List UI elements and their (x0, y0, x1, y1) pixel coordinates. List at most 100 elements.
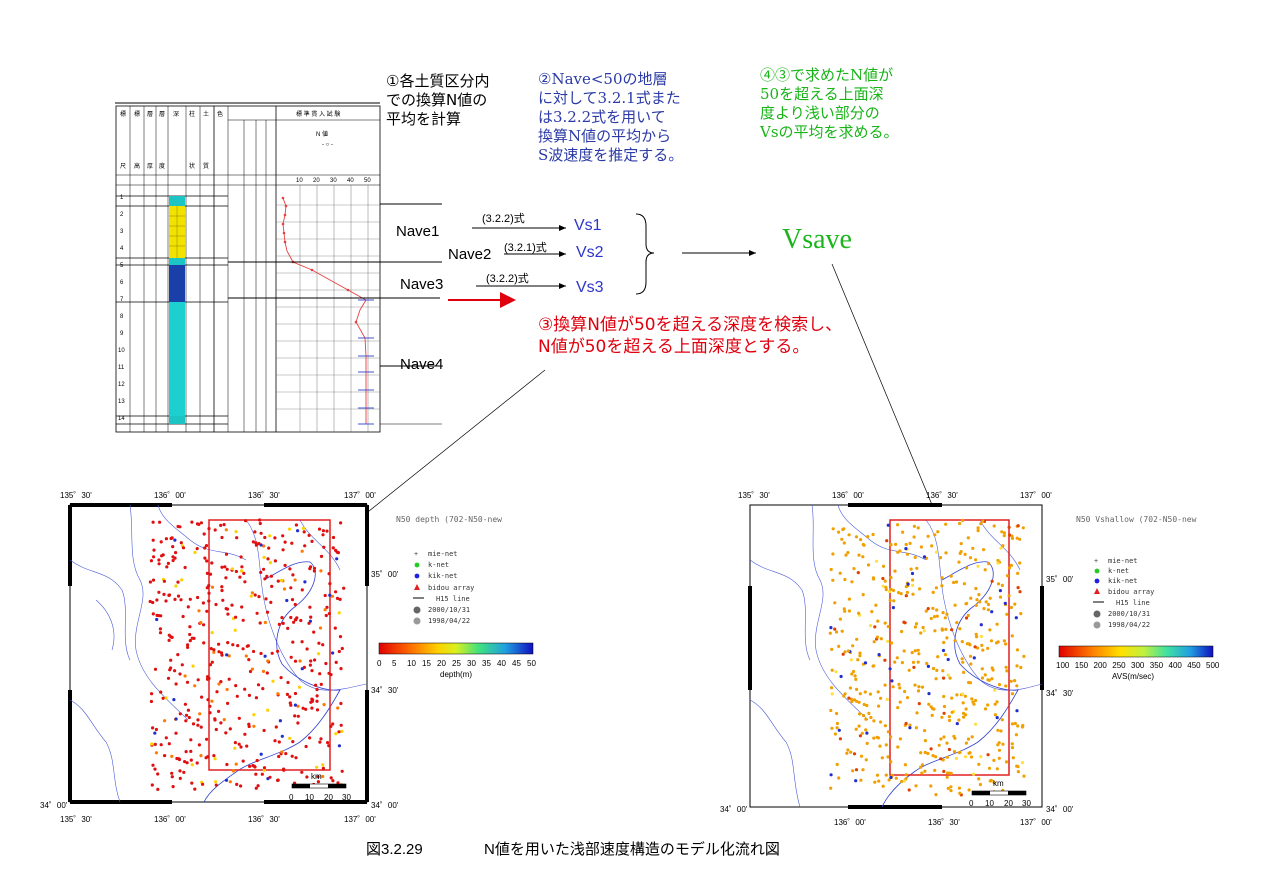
station-dot (167, 593, 172, 597)
station-dot (323, 593, 327, 598)
station-dot (155, 598, 159, 602)
station-dot (280, 578, 284, 583)
station-dot (996, 728, 1000, 732)
station-dot (290, 598, 295, 602)
station-dot (965, 601, 969, 606)
equation-label: (3.2.2)式 (486, 273, 529, 285)
station-dot (230, 603, 234, 607)
station-dot (967, 788, 971, 792)
station-dot (843, 609, 847, 613)
station-dot (206, 698, 210, 702)
station-dot (830, 668, 834, 672)
station-dot (210, 561, 214, 565)
station-dot (271, 679, 275, 683)
station-dot (873, 625, 877, 629)
station-dot (892, 599, 896, 603)
station-dot (837, 644, 841, 649)
station-dot (184, 750, 188, 754)
svg-text:30: 30 (330, 178, 337, 184)
station-dot (859, 538, 863, 542)
station-dot (865, 731, 869, 735)
station-dot (933, 768, 937, 773)
station-dot (155, 617, 159, 622)
station-dot (847, 696, 851, 700)
station-dot (983, 673, 987, 677)
station-dot (158, 627, 162, 631)
station-dot (305, 775, 309, 779)
station-dot (185, 761, 189, 765)
station-dot (228, 780, 232, 784)
station-dot (986, 703, 990, 707)
station-dot (296, 721, 300, 725)
station-dot (910, 651, 914, 655)
station-dot (917, 685, 921, 689)
station-dot (958, 521, 962, 526)
station-dot (208, 572, 213, 576)
station-dot (151, 763, 155, 767)
station-dot (922, 555, 927, 559)
station-dot (948, 676, 952, 680)
station-dot (300, 588, 304, 592)
station-dot (829, 626, 833, 630)
station-dot (268, 561, 272, 565)
station-dot (227, 654, 231, 658)
station-dot (331, 651, 335, 655)
station-dot (899, 592, 903, 596)
station-dot (968, 643, 972, 647)
station-dot (913, 683, 917, 687)
station-dot (164, 599, 168, 603)
station-dot (920, 771, 924, 775)
equation-label: (3.2.2)式 (482, 213, 525, 225)
station-dot (173, 597, 177, 602)
station-dot (874, 603, 878, 607)
station-dot (262, 768, 266, 772)
station-dot (161, 696, 165, 700)
colorbar-tick: 25 (452, 659, 461, 668)
station-dot (302, 665, 306, 670)
station-dot (996, 743, 1000, 747)
svg-text:8: 8 (120, 314, 124, 320)
station-dot (909, 567, 913, 571)
svg-text:3: 3 (120, 229, 124, 235)
station-dot (189, 738, 193, 742)
station-dot (202, 532, 206, 536)
station-dot (861, 713, 866, 718)
station-dot (190, 781, 194, 785)
station-dot (886, 639, 890, 644)
station-dot (157, 614, 161, 618)
station-dot (184, 719, 188, 723)
station-dot (244, 654, 248, 658)
station-dot (987, 766, 992, 770)
station-dot (255, 758, 259, 763)
station-dot (243, 687, 247, 691)
station-dot (296, 529, 300, 533)
station-dot (1018, 590, 1022, 594)
station-dot (241, 618, 245, 622)
station-dot (296, 704, 300, 708)
map-legend: +mie-net k-net kik-net bidou array H15 l… (1093, 557, 1154, 629)
station-dot (173, 669, 177, 673)
station-dot (336, 781, 340, 785)
station-dot (998, 595, 1003, 599)
station-dot (150, 692, 154, 696)
station-dot (187, 715, 191, 720)
station-dot (1010, 742, 1014, 746)
station-dot (987, 562, 991, 566)
station-dot (840, 629, 844, 633)
station-dot (252, 713, 256, 717)
station-dot (224, 552, 229, 556)
colorbar-tick: 400 (1169, 661, 1183, 670)
station-dot (188, 632, 192, 637)
station-dot (173, 538, 177, 542)
station-dot (861, 542, 865, 547)
svg-text:40: 40 (347, 178, 354, 184)
station-dot (201, 601, 205, 605)
station-dot (197, 743, 201, 747)
svg-text:136゜30': 136゜30' (248, 815, 280, 824)
station-dot (923, 729, 927, 733)
station-dot (285, 598, 289, 603)
station-dot (282, 587, 287, 591)
station-dot (319, 682, 323, 687)
station-dot (920, 763, 925, 767)
station-dot (336, 706, 340, 710)
